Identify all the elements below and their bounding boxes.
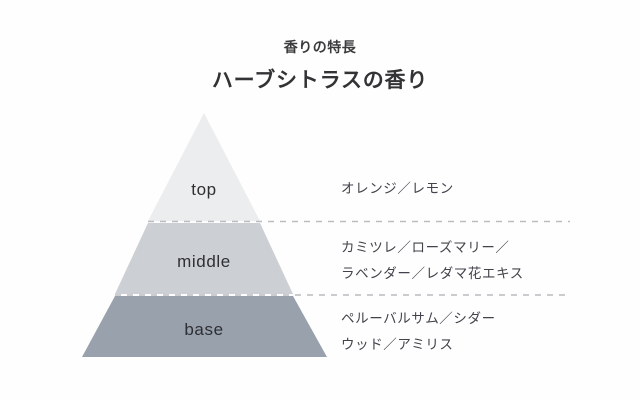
- pyramid-tier-top[interactable]: [148, 113, 260, 221]
- pyramid-tier-base[interactable]: [82, 296, 327, 357]
- pyramid-label-base: base: [184, 320, 224, 339]
- chart-header: 香りの特長 ハーブシトラスの香り: [0, 0, 640, 95]
- note-top-ingredients: オレンジ／レモン: [341, 181, 454, 196]
- chart-title: ハーブシトラスの香り: [211, 68, 429, 92]
- pyramid-label-middle: middle: [177, 252, 231, 271]
- note-base-ingredients: ペルーバルサム／シダー ウッド／アミリス: [341, 311, 496, 352]
- chart-subtitle: 香りの特長: [283, 39, 357, 55]
- note-middle-ingredients: カミツレ／ローズマリー／ ラベンダー／レダマ花エキス: [341, 240, 524, 281]
- pyramid-label-top: top: [191, 180, 217, 199]
- pyramid-tier-middle[interactable]: [115, 223, 293, 294]
